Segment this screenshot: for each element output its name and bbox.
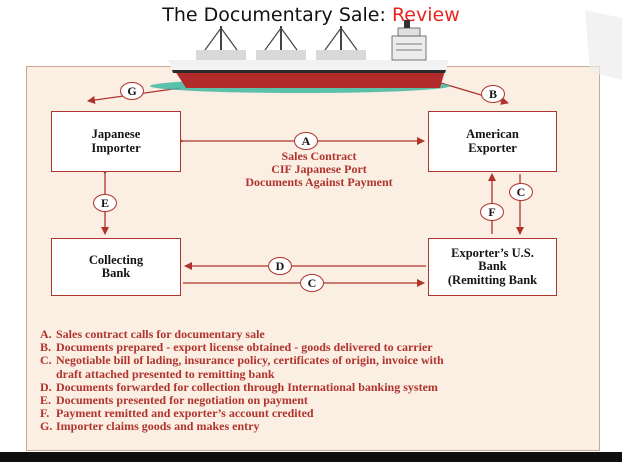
legend-item: D.Documents forwarded for collection thr… (40, 379, 438, 394)
legend-list: A.Sales contract calls for documentary s… (40, 327, 444, 434)
slide-title: The Documentary Sale: Review (0, 4, 622, 26)
background-decoration (585, 10, 622, 80)
legend-item: C.Negotiable bill of lading, insurance p… (40, 353, 444, 381)
badge-f: F (480, 203, 504, 221)
sales-contract-text: Sales Contract CIF Japanese Port Documen… (214, 150, 424, 189)
node-japanese-importer: Japanese Importer (51, 111, 181, 172)
contract-line-2: CIF Japanese Port (271, 161, 367, 176)
badge-d: D (268, 257, 292, 275)
badge-c-vertical: C (509, 183, 533, 201)
badge-g: G (120, 82, 144, 100)
title-main: The Documentary Sale: (162, 4, 392, 26)
badge-c-horizontal: C (300, 274, 324, 292)
contract-line-1: Sales Contract (281, 149, 357, 163)
node-collecting-bank: Collecting Bank (51, 238, 181, 296)
legend-item: A.Sales contract calls for documentary s… (40, 327, 265, 341)
cargo-ship-icon (150, 20, 450, 93)
node-remitting-bank: Exporter’s U.S. Bank (Remitting Bank (428, 238, 557, 296)
legend-item: F.Payment remitted and exporter’s accoun… (40, 406, 314, 421)
badge-a: A (294, 132, 318, 150)
legend-item: B.Documents prepared - export license ob… (40, 340, 433, 355)
legend-item: E.Documents presented for negotiation on… (40, 392, 308, 407)
bottom-bar (0, 452, 622, 462)
contract-line-3: Documents Against Payment (245, 174, 393, 189)
legend-item: G.Importer claims goods and makes entry (40, 419, 260, 434)
badge-b: B (481, 85, 505, 103)
badge-e: E (93, 194, 117, 212)
node-american-exporter: American Exporter (428, 111, 557, 172)
